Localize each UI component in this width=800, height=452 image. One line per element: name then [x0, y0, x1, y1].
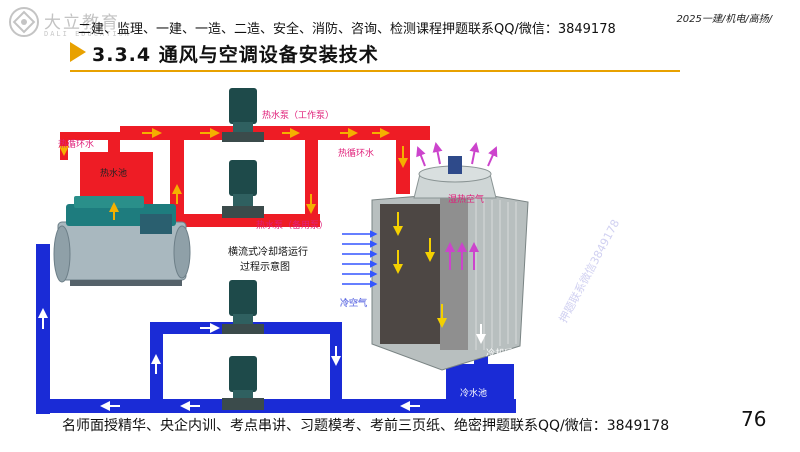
logo-mark-icon [9, 7, 39, 37]
footer-text: 名师面授精华、央企内训、考点串讲、习题模考、考前三页纸、绝密押题联系QQ/微信：… [62, 418, 670, 434]
title-bullet-icon [70, 42, 86, 62]
top-banner: 二建、监理、一建、一造、二造、安全、消防、咨询、检测课程押题联系QQ/微信：38… [78, 22, 616, 37]
cold-flow-arrows [38, 308, 486, 411]
hot-flow-arrows [59, 128, 408, 220]
label-center-title-1: 横流式冷却塔运行 [228, 245, 308, 258]
label-cooled-loop-left: 冷却后的循环水 [70, 382, 133, 394]
cold-pool [446, 364, 514, 412]
hot-pump-work [222, 88, 264, 142]
hot-pump-backup [222, 160, 264, 218]
hot-pool [80, 152, 153, 204]
label-hot-loop-right: 热循环水 [338, 147, 374, 159]
logo-text: 大立教育 [44, 13, 120, 33]
cooling-tower [371, 156, 529, 371]
title-underline [70, 70, 680, 72]
label-cold-pool: 冷水池 [460, 387, 487, 399]
label-cooled-loop-right: 冷却后的循环水 [486, 347, 549, 359]
label-hot-pool: 热水池 [100, 167, 127, 179]
label-hot-loop-left: 热循环水 [58, 138, 94, 150]
label-center-title-2: 过程示意图 [240, 260, 290, 273]
label-hot-pump-backup: 热水泵（备用泵） [256, 219, 328, 231]
page-number: 76 [741, 407, 767, 431]
label-humid-air: 湿热空气 [448, 193, 484, 205]
label-cold-air: 冷空气 [340, 297, 367, 309]
cooling-tower-diagram: 热循环水 热水池 热水泵（工作泵） 热水泵（备用泵） 热循环水 湿热空气 横流式… [36, 88, 549, 414]
logo: 大立教育 DALI EDUCATION [8, 6, 168, 40]
chiller-unit [53, 196, 191, 286]
page-title: 3.3.4 通风与空调设备安装技术 [92, 44, 379, 66]
label-hot-pump-work: 热水泵（工作泵） [262, 109, 334, 121]
label-cold-pump-backup: 冷水泵（备用泵） [262, 309, 334, 321]
humid-air-arrows [416, 142, 498, 270]
cold-air-arrows [342, 230, 378, 288]
course-breadcrumb: 2025一建/机电/高扬/ [676, 14, 772, 25]
label-cooled-mid: 冷却后的循 [362, 383, 407, 395]
falling-water-arrows [393, 212, 447, 328]
logo-subtext: DALI EDUCATION [44, 30, 132, 38]
cold-pump-work [222, 356, 264, 410]
cold-pump-backup [222, 280, 264, 334]
label-cold-pump-work: 冷水泵（工作泵） [262, 383, 334, 395]
